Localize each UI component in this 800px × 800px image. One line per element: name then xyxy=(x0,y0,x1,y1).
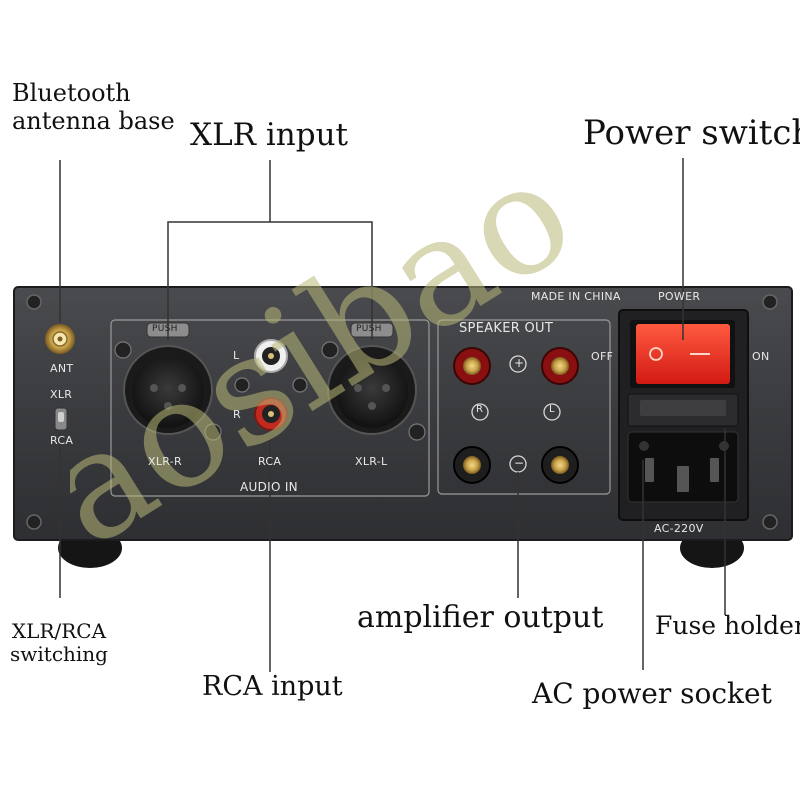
speaker-out-label: SPEAKER OUT xyxy=(459,321,554,336)
rca-l-jack[interactable] xyxy=(254,339,288,373)
ac-power-socket[interactable] xyxy=(627,431,739,503)
xlr-r-connector[interactable] xyxy=(123,322,213,435)
callout-bluetooth-line2: antenna base xyxy=(12,106,175,135)
callout-xlr-rca-switching: XLR/RCA switching xyxy=(10,620,108,666)
xlr-l-screws xyxy=(321,341,426,441)
speaker-out-frame xyxy=(437,319,611,495)
speaker-post-left-positive[interactable] xyxy=(541,347,579,385)
xlr-r-screws xyxy=(114,341,222,441)
rca-screws xyxy=(234,377,308,393)
rca-r-label: R xyxy=(233,408,241,421)
audio-in-label: AUDIO IN xyxy=(240,480,298,494)
speaker-post-right-negative[interactable] xyxy=(453,446,491,484)
xlr-l-label: XLR-L xyxy=(355,455,388,468)
callout-lines xyxy=(59,158,726,672)
xlr-r-label: XLR-R xyxy=(148,455,182,468)
callout-power-switch: Power switch xyxy=(583,113,800,153)
push-right-label: PUSH xyxy=(356,324,382,334)
callout-rca-input: RCA input xyxy=(202,671,343,702)
rca-switch-label: RCA xyxy=(50,434,74,447)
callout-xlr-rca-line1: XLR/RCA xyxy=(11,619,107,643)
fuse-holder[interactable] xyxy=(627,393,739,427)
push-left-label: PUSH xyxy=(152,324,178,334)
xlr-switch-label: XLR xyxy=(50,388,73,401)
power-label: POWER xyxy=(658,290,701,303)
rca-l-label: L xyxy=(233,349,240,362)
made-in-label: MADE IN CHINA xyxy=(531,290,621,303)
watermark: aosibao xyxy=(70,125,601,580)
left-ring-label: L xyxy=(549,404,555,415)
xlr-l-connector[interactable] xyxy=(327,322,417,435)
callout-amplifier-output: amplifier output xyxy=(357,600,604,635)
right-ring-label: R xyxy=(476,404,484,415)
off-label: OFF xyxy=(591,350,614,363)
rca-center-label: RCA xyxy=(258,455,282,468)
ant-connector[interactable] xyxy=(45,324,75,354)
minus-label: − xyxy=(514,456,525,470)
speaker-post-right-positive[interactable] xyxy=(453,347,491,385)
callout-xlr-rca-line2: switching xyxy=(10,642,108,666)
callout-bluetooth: Bluetooth antenna base xyxy=(12,79,175,135)
callout-xlr-input: XLR input xyxy=(190,117,348,153)
callout-fuse-holder: Fuse holder xyxy=(655,611,800,640)
rca-r-jack[interactable] xyxy=(254,397,288,431)
plus-label: + xyxy=(514,356,525,370)
callout-bluetooth-line1: Bluetooth xyxy=(12,79,131,107)
ac-voltage-label: AC-220V xyxy=(654,522,704,535)
power-rocker-switch[interactable] xyxy=(630,320,735,388)
xlr-rca-toggle-switch[interactable] xyxy=(54,407,68,431)
svg-text:aosibao: aosibao xyxy=(70,125,601,580)
corner-screws xyxy=(26,294,778,530)
ant-label: ANT xyxy=(50,362,74,375)
callout-ac-power-socket: AC power socket xyxy=(532,677,772,710)
speaker-post-left-negative[interactable] xyxy=(541,446,579,484)
on-label: ON xyxy=(752,350,770,363)
